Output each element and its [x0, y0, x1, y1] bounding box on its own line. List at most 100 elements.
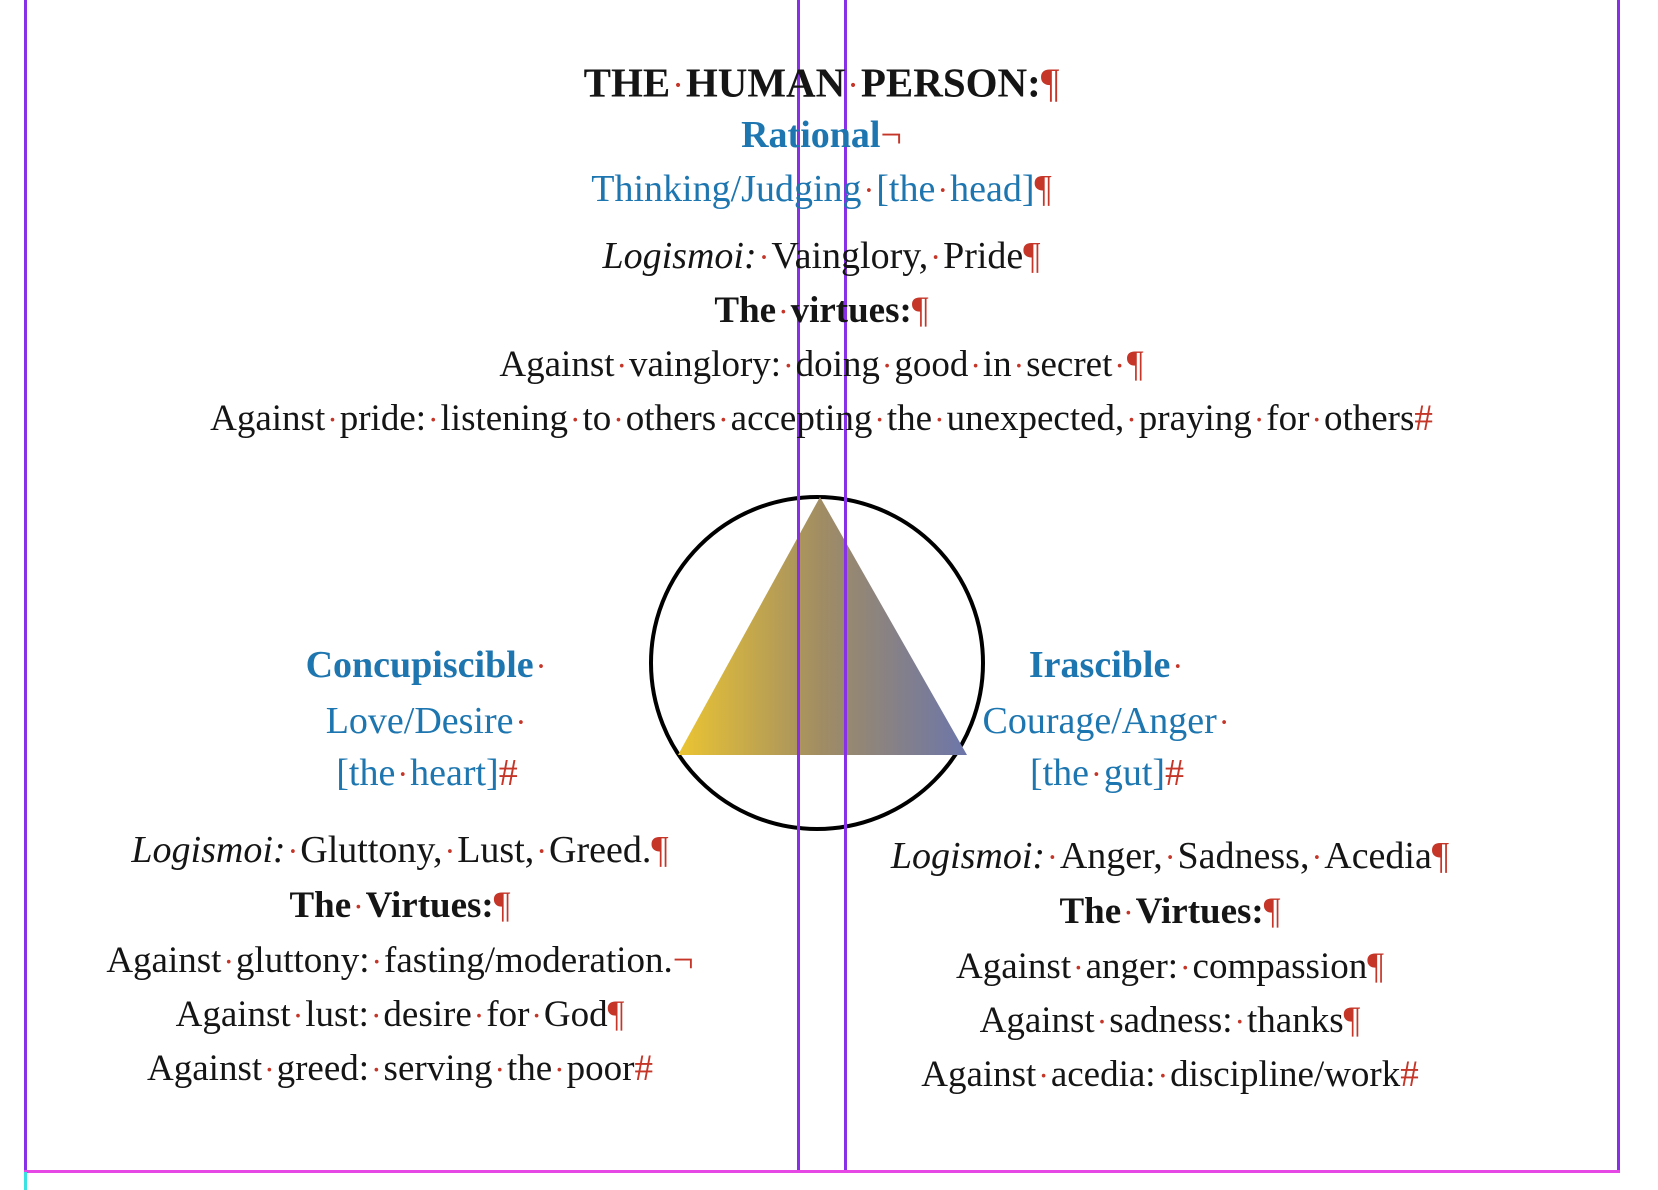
- text-line[interactable]: Thinking/Judging·[the·head]¶: [25, 170, 1618, 208]
- text-run: God: [543, 993, 608, 1035]
- text-run: Sadness,: [1177, 835, 1310, 878]
- text-line[interactable]: Irascible·: [807, 646, 1407, 684]
- space-dot-mark: ·: [930, 239, 942, 276]
- text-run: Against: [979, 999, 1095, 1041]
- text-line[interactable]: Against·acedia:·discipline/work#: [845, 1056, 1495, 1093]
- text-run: The: [289, 884, 352, 926]
- text-line[interactable]: Courage/Anger·: [807, 702, 1407, 740]
- space-dot-mark: ·: [292, 997, 304, 1033]
- space-dot-mark: ·: [370, 997, 382, 1033]
- text-run: gluttony:: [235, 939, 370, 981]
- space-dot-mark: ·: [1013, 347, 1025, 383]
- flow-guide-cyan: [24, 1172, 27, 1190]
- text-run: HUMAN: [685, 59, 846, 106]
- text-line[interactable]: Against·sadness:·thanks¶: [845, 1002, 1495, 1039]
- space-dot-mark: ·: [718, 401, 729, 437]
- text-run: for: [486, 993, 530, 1035]
- space-dot-mark: ·: [264, 1051, 275, 1087]
- space-dot-mark: ·: [1180, 949, 1191, 985]
- text-line[interactable]: [the·gut]#: [807, 754, 1407, 792]
- text-line[interactable]: Against·anger:·compassion¶: [845, 948, 1495, 985]
- space-dot-mark: ·: [874, 401, 885, 437]
- text-run: heart]: [410, 752, 499, 795]
- space-dot-mark: ·: [1253, 401, 1265, 437]
- text-run: serving: [383, 1047, 493, 1089]
- text-run: the: [506, 1047, 553, 1089]
- text-run: Courage/Anger: [982, 700, 1217, 743]
- space-dot-mark: ·: [934, 401, 945, 437]
- text-run: anger:: [1085, 945, 1179, 987]
- text-line[interactable]: Logismoi:·Anger,·Sadness,·Acedia¶: [845, 837, 1495, 875]
- space-dot-mark: ·: [371, 1051, 382, 1087]
- space-dot-mark: ·: [863, 172, 875, 209]
- space-dot-mark: ·: [970, 347, 981, 383]
- space-dot-mark: ·: [536, 833, 548, 870]
- space-dot-mark: ·: [1114, 347, 1125, 383]
- text-run: Thinking/Judging: [591, 168, 862, 211]
- text-line[interactable]: [the·heart]#: [127, 754, 727, 792]
- irascible-labels: Irascible·Courage/Anger·[the·gut]#: [807, 0, 1407, 1190]
- text-run: Against: [499, 343, 615, 385]
- text-run: in: [982, 343, 1012, 385]
- text-run: Against: [106, 939, 222, 981]
- text-line[interactable]: Logismoi:·Vainglory,·Pride¶: [25, 237, 1618, 275]
- frame-break-mark: #: [498, 752, 518, 795]
- text-run: Against: [956, 945, 1072, 987]
- text-line[interactable]: Rational¬: [25, 116, 1618, 154]
- space-dot-mark: ·: [783, 347, 794, 383]
- text-run: lust:: [305, 993, 369, 1035]
- space-dot-mark: ·: [937, 172, 949, 209]
- frame-break-mark: #: [1414, 397, 1433, 439]
- circle-shape[interactable]: [649, 495, 985, 831]
- text-run: to: [582, 397, 612, 439]
- text-run: listening: [440, 397, 568, 439]
- text-run: others: [1323, 397, 1415, 439]
- text-run: desire: [383, 993, 472, 1035]
- space-dot-mark: ·: [1157, 1057, 1169, 1093]
- text-run: Acedia: [1324, 835, 1432, 878]
- text-run: Irascible: [1028, 644, 1171, 687]
- space-dot-mark: ·: [613, 401, 624, 437]
- text-frame-guide-vertical: [844, 0, 847, 1171]
- pilcrow-mark: ¶: [1034, 168, 1052, 211]
- space-dot-mark: ·: [1091, 756, 1102, 793]
- text-line[interactable]: Love/Desire·: [127, 702, 727, 740]
- text-run: Virtues:: [365, 884, 494, 926]
- text-run: Vainglory,: [771, 235, 929, 278]
- text-line[interactable]: Against·vainglory:·doing·good·in·secret·…: [25, 346, 1618, 383]
- text-run: The: [1059, 890, 1122, 932]
- text-line[interactable]: The·virtues:¶: [25, 292, 1618, 329]
- text-line[interactable]: Against·pride:·listening·to·others·accep…: [25, 400, 1618, 437]
- pilcrow-mark: ¶: [493, 884, 511, 926]
- text-line[interactable]: Against·lust:·desire·for·God¶: [25, 996, 775, 1033]
- text-line[interactable]: Logismoi:·Gluttony,·Lust,·Greed.¶: [25, 831, 775, 869]
- text-run: Against: [175, 993, 291, 1035]
- text-line[interactable]: The·Virtues:¶: [845, 893, 1495, 930]
- space-dot-mark: ·: [223, 943, 234, 979]
- triangle-shape[interactable]: [678, 497, 967, 755]
- text-line[interactable]: Against·gluttony:·fasting/moderation.¬: [25, 942, 775, 979]
- space-dot-mark: ·: [515, 704, 527, 741]
- text-line[interactable]: Against·greed:·serving·the·poor#: [25, 1050, 775, 1087]
- text-line[interactable]: The·Virtues:¶: [25, 887, 775, 924]
- concupiscible-labels: Concupiscible· Love/Desire· [the·heart]#: [127, 0, 727, 1190]
- space-dot-mark: ·: [1218, 704, 1230, 741]
- text-run: Logismoi:: [602, 235, 757, 278]
- text-line[interactable]: Concupiscible·: [127, 646, 727, 684]
- pilcrow-mark: ¶: [1023, 235, 1041, 278]
- space-dot-mark: ·: [1164, 839, 1176, 876]
- text-line[interactable]: THE·HUMAN·PERSON:¶: [25, 59, 1618, 106]
- space-dot-mark: ·: [881, 347, 893, 383]
- text-run: Greed.: [549, 829, 652, 872]
- text-run: Gluttony,: [300, 829, 443, 872]
- space-dot-mark: ·: [535, 648, 547, 685]
- text-run: [the: [1029, 752, 1090, 795]
- text-run: pride:: [339, 397, 427, 439]
- space-dot-mark: ·: [1311, 839, 1323, 876]
- space-dot-mark: ·: [554, 1051, 565, 1087]
- pilcrow-mark: ¶: [1040, 59, 1060, 106]
- pilcrow-mark: ¶: [1263, 890, 1281, 932]
- text-run: Pride: [943, 235, 1024, 278]
